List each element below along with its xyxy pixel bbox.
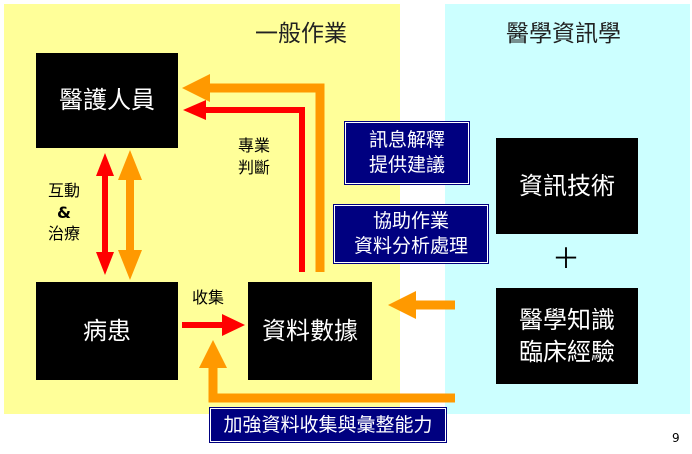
interaction-label-line3: 治療 — [47, 224, 80, 244]
interaction-red-double-arrow — [96, 153, 114, 275]
assist-tag-line1: 協助作業 — [372, 210, 449, 233]
assist-tag: 協助作業 資料分析處理 — [333, 204, 489, 264]
judgement-label: 專業 判斷 — [238, 135, 270, 178]
interaction-label-line2: & — [57, 202, 71, 222]
judgement-label-line2: 判斷 — [238, 157, 271, 177]
medical-informatics-title: 醫學資訊學 — [506, 21, 621, 47]
general-work-title: 一般作業 — [255, 21, 347, 47]
enhance-tag: 加強資料收集與彙整能力 — [209, 407, 447, 443]
judgement-red-arrow — [183, 100, 305, 272]
judgement-label-line1: 專業 — [238, 136, 271, 155]
med-knowledge-line1: 醫學知識 — [519, 305, 615, 334]
collect-red-arrow — [182, 314, 245, 336]
interpret-tag: 訊息解釋 提供建議 — [344, 121, 470, 185]
patient-box: 病患 — [36, 282, 178, 380]
assist-tag-line2: 資料分析處理 — [353, 235, 468, 257]
info-tech-box: 資訊技術 — [496, 138, 638, 234]
collect-label: 收集 — [192, 288, 225, 307]
enhance-orange-arrow — [199, 340, 455, 403]
plus-sign: ＋ — [552, 242, 581, 275]
staff-patient-orange-double-arrow — [118, 150, 142, 280]
data-to-staff-orange-arrow — [182, 74, 325, 272]
interpret-tag-line1: 訊息解釋 — [368, 129, 445, 152]
interaction-label-line1: 互動 — [47, 181, 80, 200]
med-knowledge-line2: 臨床經驗 — [519, 338, 615, 366]
interaction-label: 互動 & 治療 — [42, 180, 86, 245]
assist-orange-arrow — [388, 291, 455, 319]
interpret-tag-line2: 提供建議 — [368, 154, 445, 176]
med-knowledge-box: 醫學知識 臨床經驗 — [496, 288, 638, 384]
page-number: 9 — [672, 431, 680, 445]
data-box: 資料數據 — [248, 282, 372, 380]
medical-staff-box: 醫護人員 — [36, 53, 178, 148]
